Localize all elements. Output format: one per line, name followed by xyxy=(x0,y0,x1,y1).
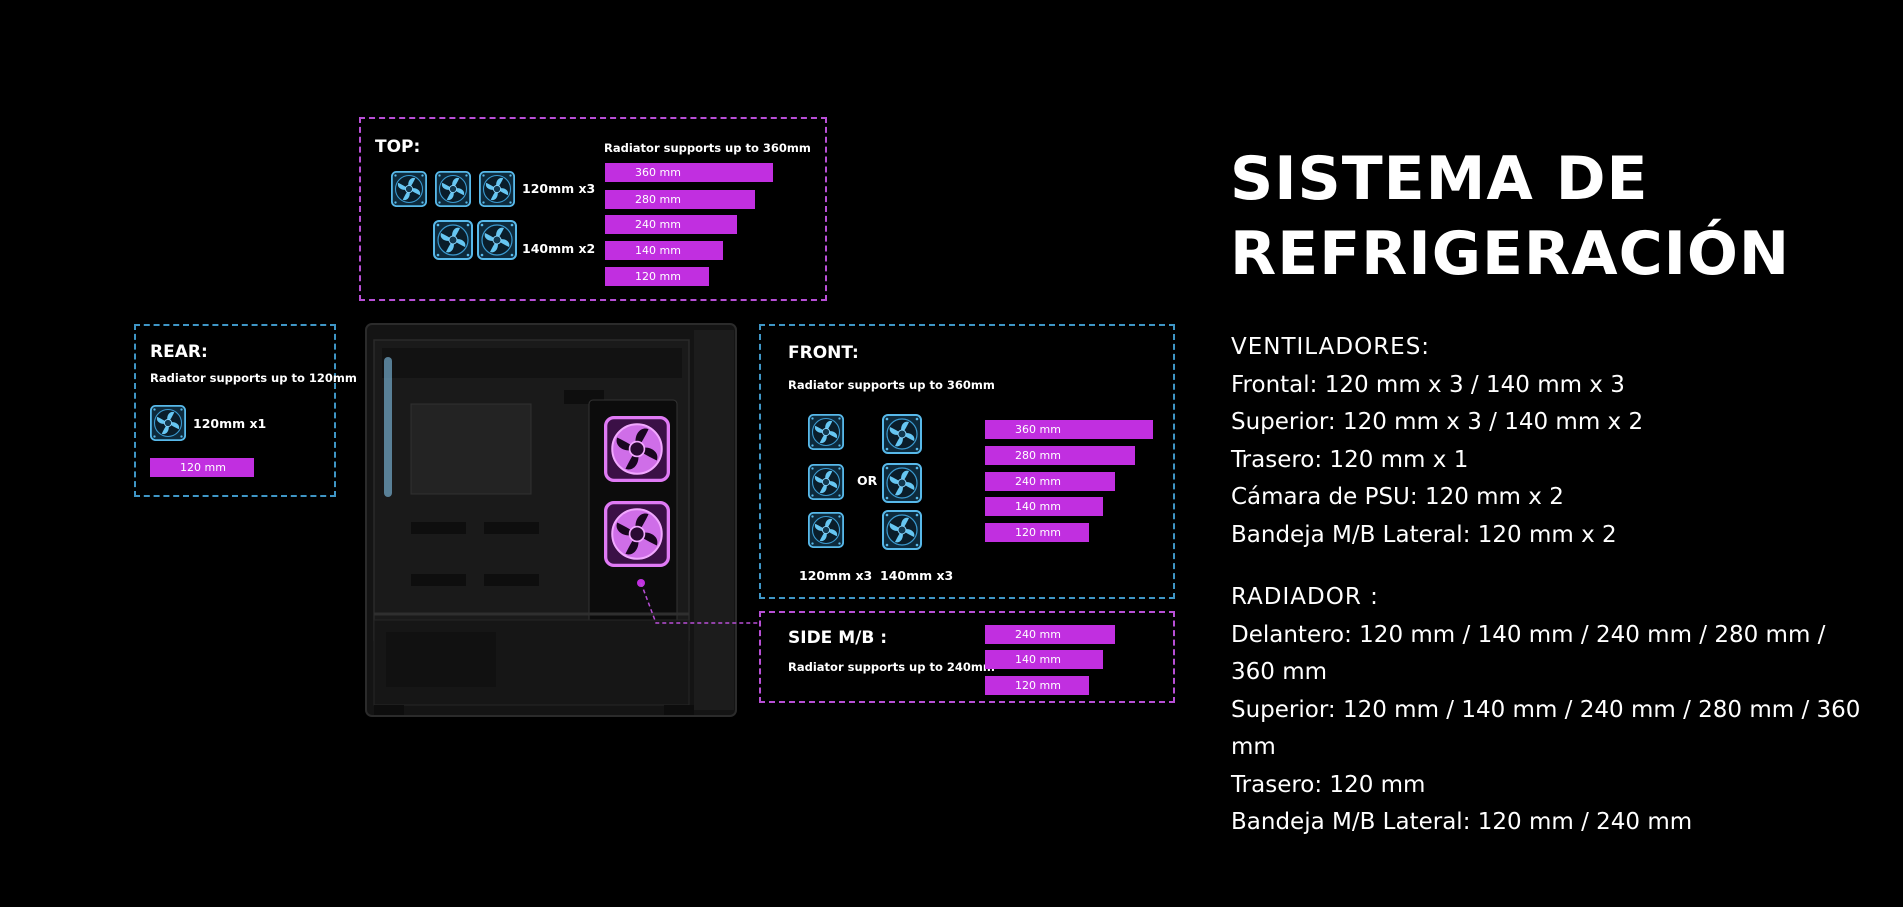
rear-fan-label: 120mm x1 xyxy=(193,416,267,431)
top-bar-140: 140 mm xyxy=(605,241,723,260)
radiator-specs: RADIADOR : Delantero: 120 mm / 140 mm / … xyxy=(1231,579,1871,842)
top-title: TOP: xyxy=(375,137,421,157)
front-bar-280: 280 mm xyxy=(985,446,1135,465)
radiator-spec-line: Bandeja M/B Lateral: 120 mm / 240 mm xyxy=(1231,809,1693,835)
side-bar-140: 140 mm xyxy=(985,650,1103,669)
fan-icon xyxy=(604,501,670,567)
pc-case-illustration xyxy=(365,323,737,717)
fan-icon xyxy=(882,414,922,454)
page-title-line-1: SISTEMA DE xyxy=(1230,144,1649,214)
fans-spec-line: Frontal: 120 mm x 3 / 140 mm x 3 xyxy=(1231,371,1625,398)
fan-icon xyxy=(808,414,844,450)
front-bar-120: 120 mm xyxy=(985,523,1089,542)
rear-bar-120: 120 mm xyxy=(150,458,254,477)
rear-radiator-note: Radiator supports up to 120mm xyxy=(150,371,357,385)
radiator-spec-line: Trasero: 120 mm xyxy=(1231,771,1426,798)
top-fan-label-120: 120mm x3 xyxy=(522,181,596,196)
fan-icon xyxy=(433,220,473,260)
front-bar-240: 240 mm xyxy=(985,472,1115,491)
fan-icon xyxy=(435,171,471,207)
side-title: SIDE M/B : xyxy=(788,628,888,648)
fan-icon xyxy=(604,416,670,482)
front-bar-360: 360 mm xyxy=(985,420,1153,439)
top-bar-360: 360 mm xyxy=(605,163,773,182)
radiator-spec-line: Superior: 120 mm / 140 mm / 240 mm / 280… xyxy=(1231,696,1861,761)
side-bar-120: 120 mm xyxy=(985,676,1089,695)
front-fan-label-140: 140mm x3 xyxy=(880,568,954,583)
fan-icon xyxy=(391,171,427,207)
rear-title: REAR: xyxy=(150,342,208,362)
rear-cooling-box: REAR: Radiator supports up to 120mm 120m… xyxy=(134,324,357,497)
front-or-label: OR xyxy=(857,473,878,488)
fans-spec-line: Superior: 120 mm x 3 / 140 mm x 2 xyxy=(1231,409,1644,435)
specs-list: VENTILADORES: Frontal: 120 mm x 3 / 140 … xyxy=(1231,329,1871,867)
fans-spec-line: Bandeja M/B Lateral: 120 mm x 2 xyxy=(1231,521,1617,548)
fan-icon xyxy=(882,510,922,550)
page-title-line-2: REFRIGERACIÓN xyxy=(1230,219,1791,289)
fan-icon xyxy=(150,405,186,441)
front-bar-140: 140 mm xyxy=(985,497,1103,516)
side-radiator-note: Radiator supports up to 240mm xyxy=(788,660,995,674)
radiator-spec-line: Delantero: 120 mm / 140 mm / 240 mm / 28… xyxy=(1231,621,1826,686)
top-radiator-note: Radiator supports up to 360mm xyxy=(604,141,811,155)
top-cooling-box: TOP: 120mm x3 140mm x2 Radiator supports… xyxy=(359,117,827,301)
fan-icon xyxy=(477,220,517,260)
side-mb-cooling-box: SIDE M/B : Radiator supports up to 240mm… xyxy=(759,611,1175,703)
fans-spec-line: Cámara de PSU: 120 mm x 2 xyxy=(1231,484,1564,510)
fans-spec-line: Trasero: 120 mm x 1 xyxy=(1231,446,1469,473)
front-cooling-box: FRONT: Radiator supports up to 360mm OR … xyxy=(759,324,1175,599)
side-connector-line xyxy=(637,579,758,624)
top-fan-label-140: 140mm x2 xyxy=(522,241,596,256)
top-bar-120: 120 mm xyxy=(605,267,709,286)
fans-specs: VENTILADORES: Frontal: 120 mm x 3 / 140 … xyxy=(1231,329,1871,554)
fan-icon xyxy=(479,171,515,207)
side-bar-240: 240 mm xyxy=(985,625,1115,644)
top-bar-240: 240 mm xyxy=(605,215,737,234)
front-title: FRONT: xyxy=(788,343,859,363)
fans-specs-title: VENTILADORES: xyxy=(1231,334,1431,360)
fan-icon xyxy=(882,463,922,503)
fan-icon xyxy=(808,512,844,548)
radiator-specs-title: RADIADOR : xyxy=(1231,584,1379,610)
top-bar-280: 280 mm xyxy=(605,190,755,209)
fan-icon xyxy=(808,464,844,500)
front-fan-label-120: 120mm x3 xyxy=(799,568,873,583)
page-title: SISTEMA DE REFRIGERACIÓN xyxy=(1230,142,1870,292)
front-radiator-note: Radiator supports up to 360mm xyxy=(788,378,995,392)
